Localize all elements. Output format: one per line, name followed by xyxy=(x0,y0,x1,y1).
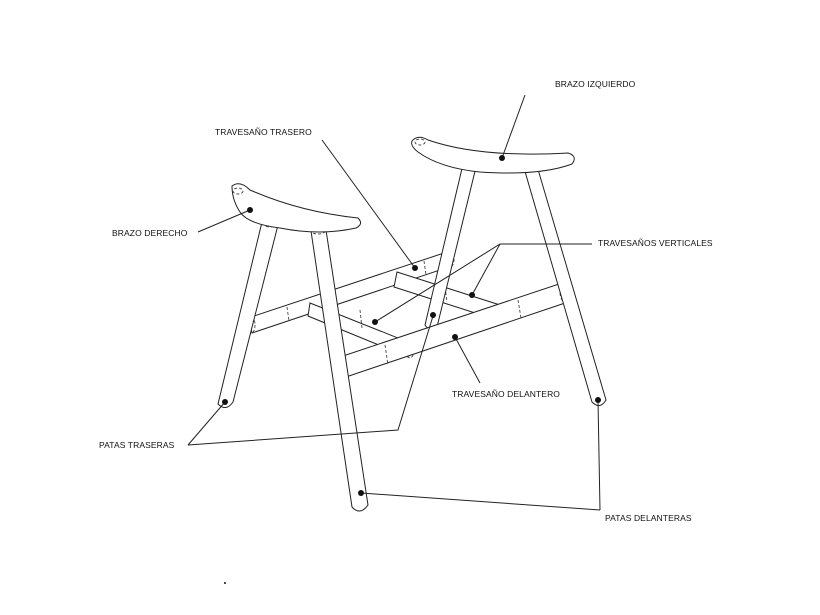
label-travesano-delantero: TRAVESAÑO DELANTERO xyxy=(452,389,561,399)
label-brazo-derecho: BRAZO DERECHO xyxy=(112,228,188,238)
label-patas-delanteras: PATAS DELANTERAS xyxy=(605,513,692,523)
label-patas-traseras: PATAS TRASERAS xyxy=(99,440,175,450)
callout-dots xyxy=(222,155,601,584)
front-leg-right xyxy=(523,163,607,406)
label-travesanos-verticales: TRAVESAÑOS VERTICALES xyxy=(598,238,713,248)
leader-lines xyxy=(187,94,601,511)
right-armrest xyxy=(231,183,362,233)
left-armrest xyxy=(411,136,575,174)
label-travesano-trasero: TRAVESAÑO TRASERO xyxy=(215,127,312,137)
label-brazo-izquierdo: BRAZO IZQUIERDO xyxy=(555,79,636,89)
